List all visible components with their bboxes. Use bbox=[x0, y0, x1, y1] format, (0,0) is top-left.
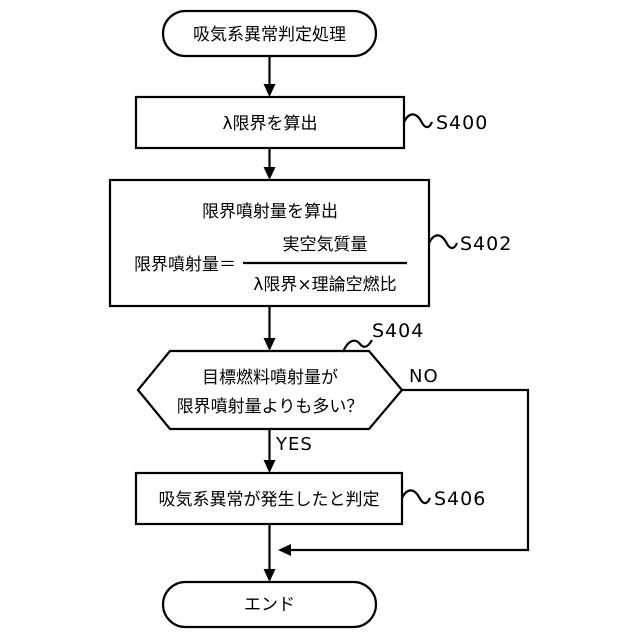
no-label: NO bbox=[409, 366, 439, 387]
decision-s404-shape bbox=[138, 351, 402, 429]
arrowhead-s402-s404 bbox=[264, 338, 276, 351]
process-s402-title: 限界噴射量を算出 bbox=[202, 202, 338, 222]
s404-step-label: S404 bbox=[372, 320, 424, 342]
decision-s404: 目標燃料噴射量が 限界噴射量よりも多い？ S404 bbox=[138, 320, 424, 429]
end-terminal: エンド bbox=[163, 582, 376, 627]
s402-step-label: S402 bbox=[460, 233, 512, 255]
formula-denominator: λ限界×理論空燃比 bbox=[253, 275, 396, 295]
arrowhead-no-branch bbox=[278, 544, 291, 556]
process-s406-text: 吸気系異常が発生したと判定 bbox=[159, 490, 380, 510]
start-terminal-text: 吸気系異常判定処理 bbox=[193, 25, 346, 45]
s406-leader bbox=[402, 490, 430, 503]
decision-s404-line2: 限界噴射量よりも多い？ bbox=[177, 397, 364, 417]
process-s406: 吸気系異常が発生したと判定 S406 bbox=[136, 473, 486, 524]
formula-numerator: 実空気質量 bbox=[283, 235, 368, 255]
s402-leader bbox=[429, 235, 457, 248]
s400-step-label: S400 bbox=[436, 112, 488, 134]
arrowhead-yes-branch bbox=[264, 460, 276, 473]
s400-leader bbox=[404, 114, 432, 127]
decision-s404-line1: 目標燃料噴射量が bbox=[202, 368, 338, 388]
process-s400: λ限界を算出 S400 bbox=[136, 97, 488, 148]
formula-lhs: 限界噴射量＝ bbox=[134, 255, 236, 275]
arrowhead-s406-end bbox=[264, 569, 276, 582]
arrowhead-start-s400 bbox=[264, 84, 276, 97]
end-terminal-text: エンド bbox=[244, 595, 295, 615]
process-s400-text: λ限界を算出 bbox=[222, 114, 317, 134]
arrowhead-s400-s402 bbox=[264, 167, 276, 180]
yes-label: YES bbox=[275, 434, 313, 455]
start-terminal: 吸気系異常判定処理 bbox=[163, 11, 376, 56]
s406-step-label: S406 bbox=[434, 488, 486, 510]
process-s402: 限界噴射量を算出 限界噴射量＝ 実空気質量 λ限界×理論空燃比 S402 bbox=[110, 180, 512, 306]
